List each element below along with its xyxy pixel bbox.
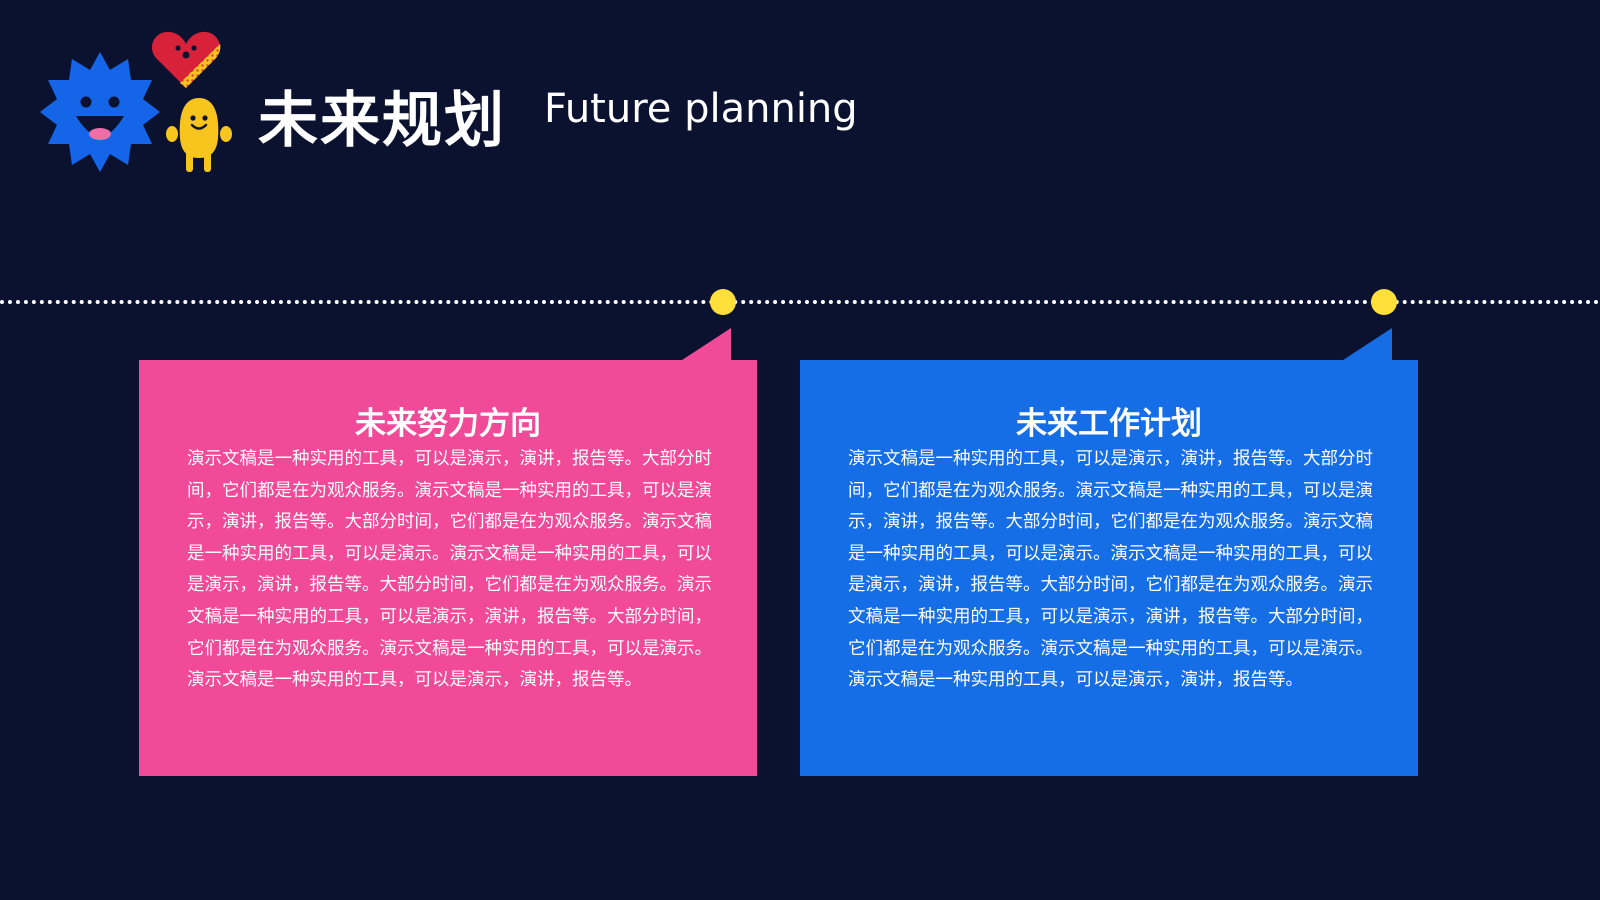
card-title: 未来努力方向 (355, 406, 541, 442)
mascot-group (38, 28, 248, 178)
card-pointer (679, 328, 731, 362)
page-title: 未来规划 (258, 86, 506, 156)
card-body-text: 演示文稿是一种实用的工具，可以是演示，演讲，报告等。大部分时间，它们都是在为观众… (187, 449, 712, 691)
timeline-dotted-line (0, 300, 1600, 304)
blue-sun-mascot-icon (40, 52, 160, 172)
page-subtitle: Future planning (544, 86, 858, 132)
card-future-direction: 未来努力方向 演示文稿是一种实用的工具，可以是演示，演讲，报告等。大部分时间，它… (139, 328, 757, 776)
yellow-blob-mascot-icon (166, 98, 232, 172)
card-pointer (1340, 328, 1392, 362)
timeline-dot-2 (1371, 289, 1397, 315)
red-heart-mascot-icon (151, 31, 221, 89)
card-title: 未来工作计划 (1016, 406, 1202, 442)
card-body-text: 演示文稿是一种实用的工具，可以是演示，演讲，报告等。大部分时间，它们都是在为观众… (848, 449, 1373, 691)
timeline-dot-1 (710, 289, 736, 315)
card-future-work-plan: 未来工作计划 演示文稿是一种实用的工具，可以是演示，演讲，报告等。大部分时间，它… (800, 328, 1418, 776)
